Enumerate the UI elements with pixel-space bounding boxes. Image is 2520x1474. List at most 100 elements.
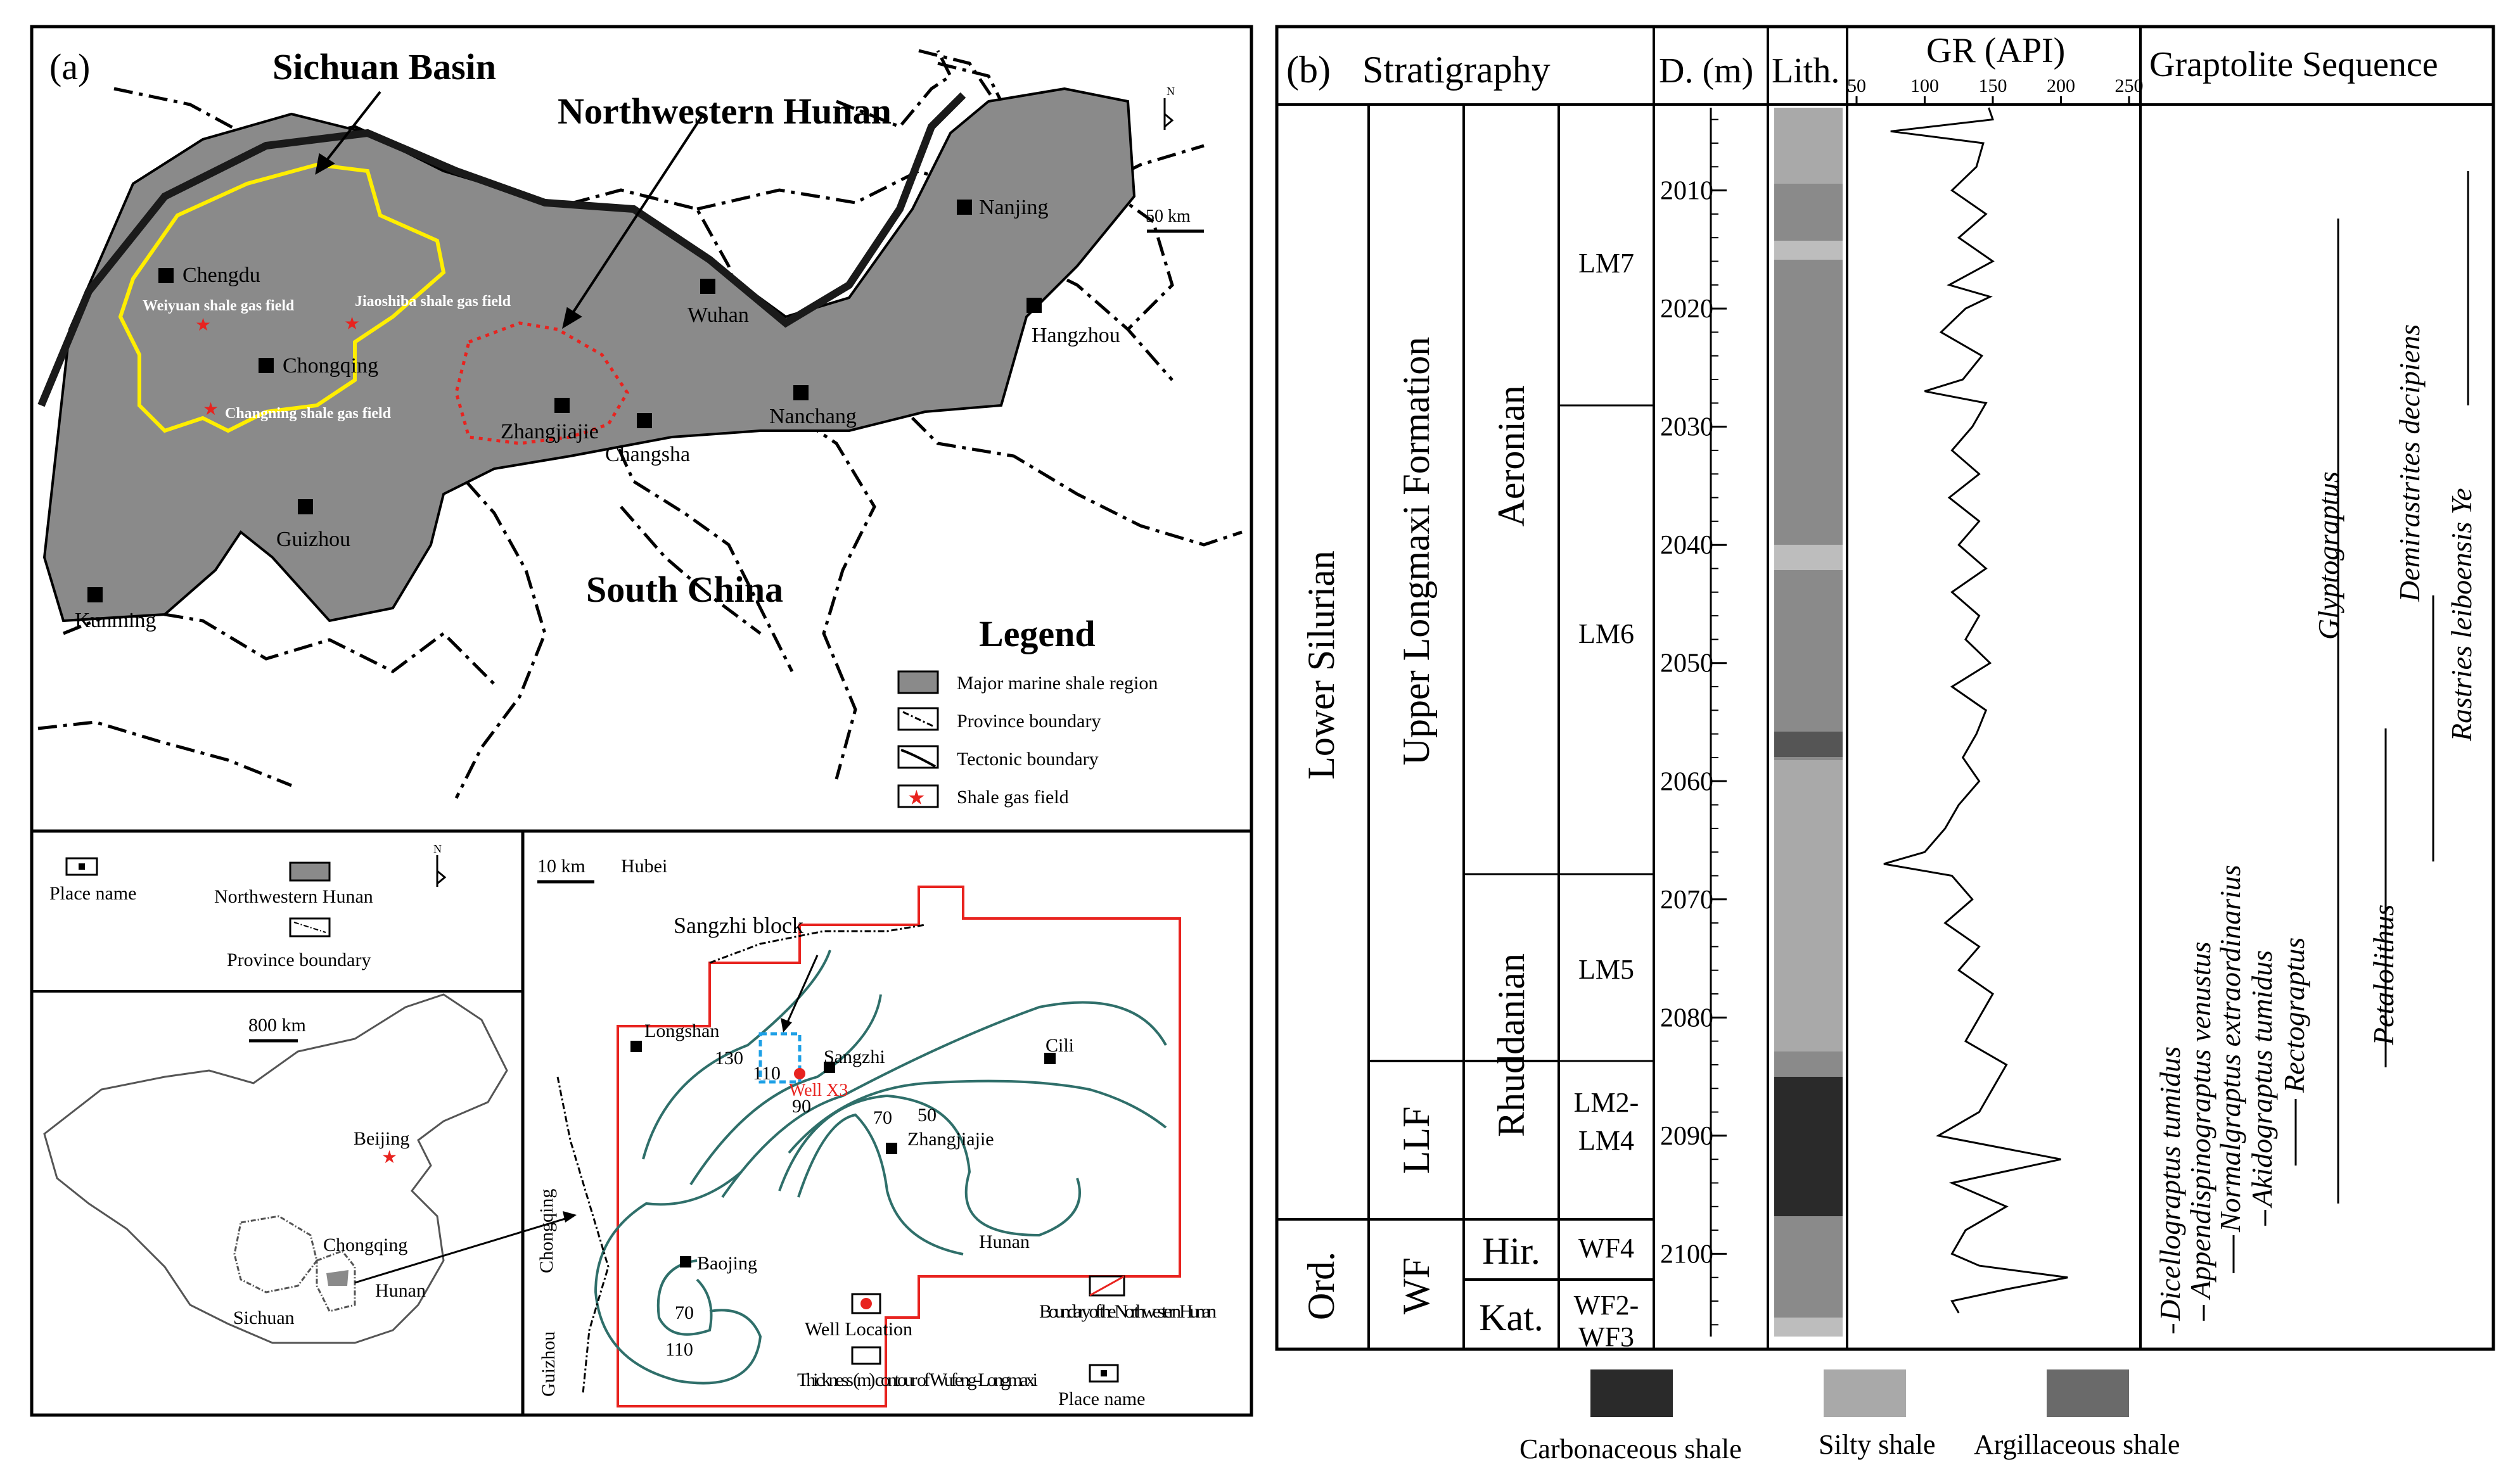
svg-text:Weiyuan shale gas field: Weiyuan shale gas field <box>143 298 295 314</box>
thickness-contours <box>594 950 1167 1385</box>
svg-text:Place name: Place name <box>1058 1388 1145 1409</box>
north-arrow-icon: N <box>433 842 447 887</box>
depth-tick-label: 2040 <box>1660 531 1713 560</box>
svg-text:WF: WF <box>1395 1257 1437 1314</box>
svg-text:70: 70 <box>873 1107 892 1128</box>
sichuan-basin-title: Sichuan Basin <box>272 46 496 87</box>
svg-text:Chengdu: Chengdu <box>182 264 260 287</box>
svg-text:Hir.: Hir. <box>1482 1230 1540 1272</box>
svg-text:Dicellograptus tumidus: Dicellograptus tumidus <box>2154 1046 2186 1321</box>
lithology-column <box>1774 108 1843 1337</box>
svg-text:Petalolithus: Petalolithus <box>2367 905 2400 1046</box>
gr-tick-label: 100 <box>1910 75 1939 96</box>
china-outline <box>43 993 508 1344</box>
svg-text:Guizhou: Guizhou <box>538 1331 559 1397</box>
svg-text:Shale gas field: Shale gas field <box>957 787 1069 808</box>
contour-labels: 130 110 90 70 50 70 110 <box>665 1048 937 1360</box>
gas-field-markers: ★ Weiyuan shale gas field ★ Jiaoshiba sh… <box>143 293 511 422</box>
panel-a: (a) Sichuan Basin Northwestern Hunan Sou… <box>30 25 1253 833</box>
svg-text:Lith.: Lith. <box>1772 51 1839 91</box>
gr-tick-label: 50 <box>1847 75 1866 96</box>
nw-hunan-outline <box>454 321 629 445</box>
svg-text:Hangzhou: Hangzhou <box>1032 324 1120 347</box>
svg-text:10 km: 10 km <box>537 856 585 877</box>
svg-text:Baojing: Baojing <box>697 1253 757 1274</box>
svg-text:Northwestern Hunan: Northwestern Hunan <box>214 886 373 907</box>
svg-text:Legend: Legend <box>979 613 1096 654</box>
gr-tick-label: 150 <box>1979 75 2007 96</box>
lith-legend: Carbonaceous shale Silty shale Argillace… <box>1519 1369 2180 1464</box>
svg-text:Changning shale gas field: Changning shale gas field <box>225 405 392 422</box>
star-icon: ★ <box>344 314 360 334</box>
svg-text:Kunming: Kunming <box>75 609 156 632</box>
svg-text:Beijing: Beijing <box>354 1128 409 1149</box>
svg-text:Chongqing: Chongqing <box>323 1235 407 1255</box>
svg-text:Longshan: Longshan <box>644 1020 719 1041</box>
svg-text:Akidograptus tumidus: Akidograptus tumidus <box>2246 950 2278 1209</box>
zone-labels: LM7 LM6 LM5 LM2- LM4 WF4 WF2- WF3 <box>1574 248 1639 1352</box>
star-icon: ★ <box>195 315 211 335</box>
svg-text:GR (API): GR (API) <box>1926 31 2065 70</box>
svg-text:Province boundary: Province boundary <box>227 950 371 970</box>
svg-text:LM5: LM5 <box>1578 954 1634 985</box>
svg-text:Zhangjiajie: Zhangjiajie <box>907 1129 994 1150</box>
svg-text:Nanjing: Nanjing <box>979 196 1049 219</box>
callout-arrows <box>315 91 705 329</box>
svg-text:Sangzhi block: Sangzhi block <box>674 913 803 938</box>
svg-text:800 km: 800 km <box>248 1015 306 1036</box>
svg-text:130: 130 <box>715 1048 743 1069</box>
svg-text:Jiaoshiba shale gas field: Jiaoshiba shale gas field <box>355 293 511 310</box>
depth-tick-label: 2070 <box>1660 886 1713 915</box>
svg-text:Nanchang: Nanchang <box>769 405 857 428</box>
svg-text:Appendispinograptus venustus: Appendispinograptus venustus <box>2184 942 2216 1300</box>
depth-tick-label: 2010 <box>1660 177 1713 206</box>
panel-b: (b) Stratigraphy D. (m) Lith. GR (API) G… <box>1275 25 2495 1464</box>
place-markers: Longshan Sangzhi Cili Zhangjiajie Baojin… <box>630 1020 1074 1274</box>
svg-text:Major marine shale region: Major marine shale region <box>957 673 1158 694</box>
svg-text:Rastries leiboensis Ye: Rastries leiboensis Ye <box>2445 488 2478 742</box>
svg-text:Sangzhi: Sangzhi <box>824 1046 885 1067</box>
panel-sangzhi-map: 10 km Hubei Sangzhi block Longshan Sangz… <box>521 829 1253 1417</box>
svg-text:Tectonic boundary: Tectonic boundary <box>957 749 1099 770</box>
svg-text:Boundary of the Northwestern H: Boundary of the Northwestern Hunan <box>1039 1301 1217 1322</box>
svg-text:110: 110 <box>665 1339 693 1360</box>
svg-text:LM4: LM4 <box>1578 1125 1634 1156</box>
svg-text:Stratigraphy: Stratigraphy <box>1362 49 1551 91</box>
svg-text:Ord.: Ord. <box>1300 1252 1342 1320</box>
gr-series-line <box>1883 107 2068 1314</box>
north-arrow-icon: N <box>1163 85 1175 130</box>
svg-text:Chongqing: Chongqing <box>283 354 378 378</box>
star-icon: ★ <box>203 400 219 419</box>
svg-text:Thickness (m) contour of Wufen: Thickness (m) contour of Wufeng-Longmaxi <box>797 1369 1038 1390</box>
nw-hunan-boundary <box>617 886 1181 1407</box>
depth-tick-label: 2090 <box>1660 1122 1713 1151</box>
svg-text:Hubei: Hubei <box>621 856 667 877</box>
depth-tick-label: 2050 <box>1660 649 1713 678</box>
south-china-label: South China <box>586 569 783 610</box>
svg-text:110: 110 <box>753 1063 781 1084</box>
nw-hunan-title: Northwestern Hunan <box>558 91 892 132</box>
svg-text:Well Location: Well Location <box>805 1319 912 1340</box>
svg-text:Guizhou: Guizhou <box>276 528 350 551</box>
depth-tick-label: 2100 <box>1660 1240 1713 1269</box>
svg-text:WF4: WF4 <box>1578 1233 1634 1264</box>
star-icon: ★ <box>381 1148 397 1167</box>
svg-text:Well X3: Well X3 <box>789 1081 848 1100</box>
depth-tick-label: 2030 <box>1660 413 1713 442</box>
svg-text:Rhuddanian: Rhuddanian <box>1490 953 1532 1137</box>
svg-text:D. (m): D. (m) <box>1659 51 1753 91</box>
svg-text:N: N <box>433 842 442 855</box>
svg-text:Graptolite Sequence: Graptolite Sequence <box>2149 45 2438 84</box>
tectonic-boundary <box>37 92 966 407</box>
svg-text:LLF: LLF <box>1395 1107 1437 1174</box>
svg-text:Place name: Place name <box>49 883 136 904</box>
svg-text:Demirastrites decipiens: Demirastrites decipiens <box>2393 324 2426 602</box>
svg-text:Argillaceous shale: Argillaceous shale <box>1974 1429 2180 1460</box>
svg-text:N: N <box>1167 85 1175 98</box>
svg-text:LM7: LM7 <box>1578 248 1634 279</box>
svg-text:Lower Silurian: Lower Silurian <box>1300 550 1342 780</box>
svg-text:Cili: Cili <box>1046 1035 1074 1056</box>
